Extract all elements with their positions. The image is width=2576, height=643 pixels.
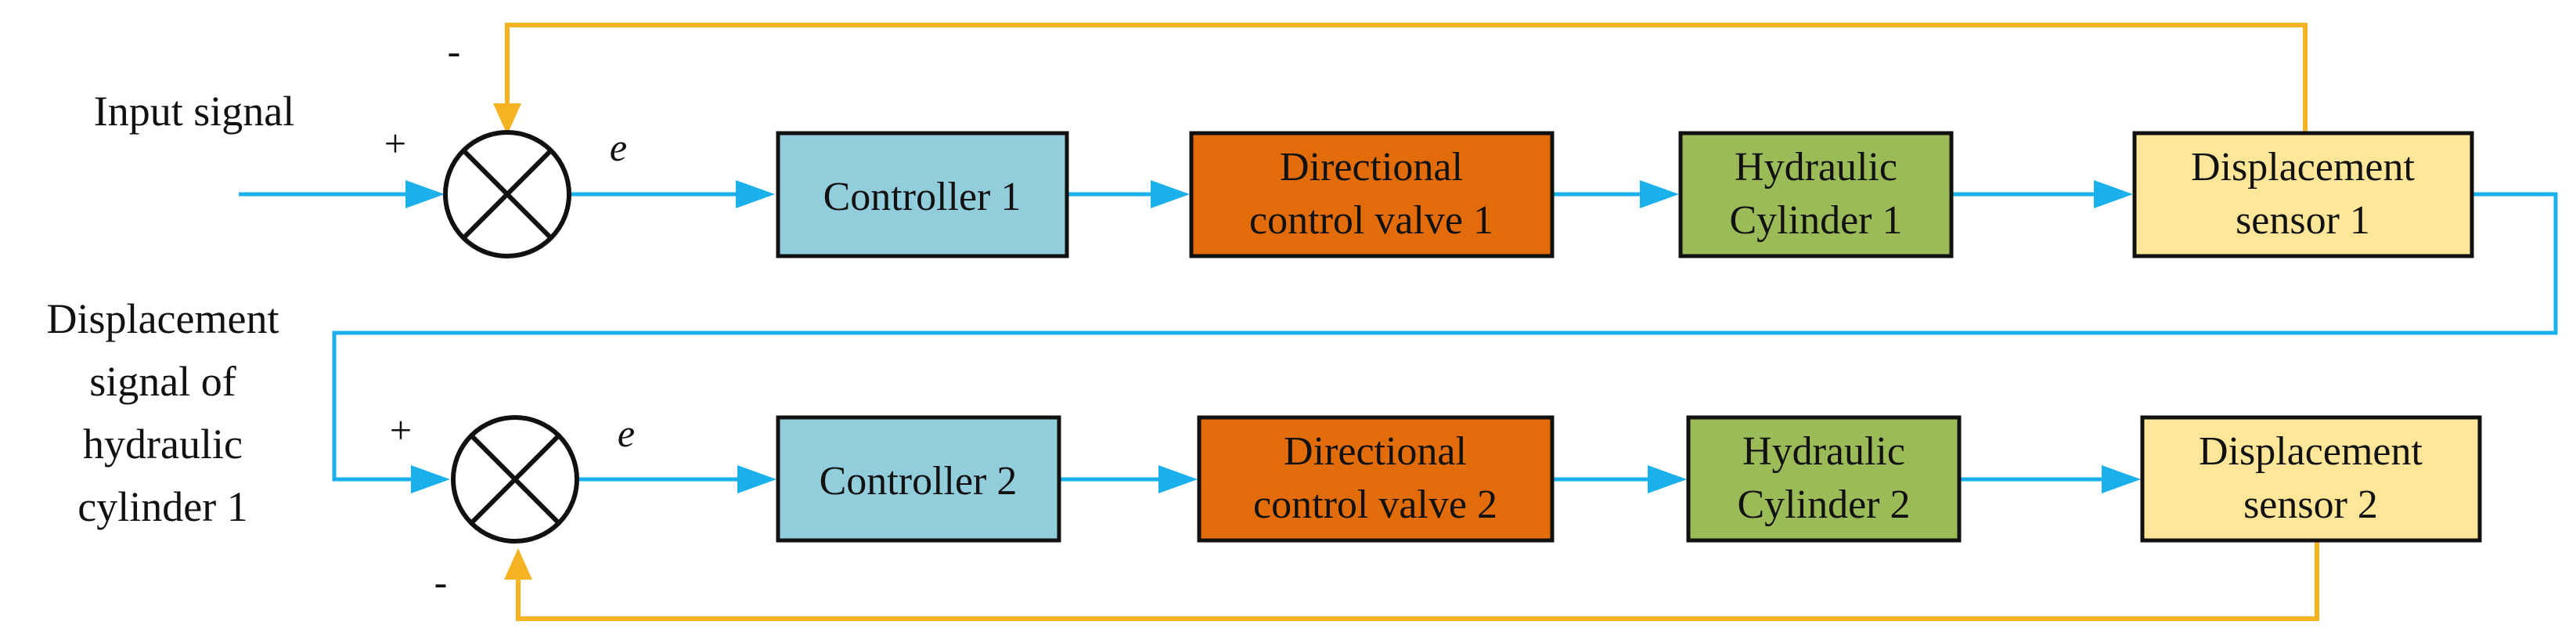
sensor-2-label-line-1: Displacement bbox=[2199, 429, 2423, 474]
valve-2-label-line-1: Directional bbox=[1284, 429, 1467, 474]
valve-1-label-line-1: Directional bbox=[1280, 145, 1463, 190]
svg-text:hydraulic: hydraulic bbox=[83, 421, 243, 468]
displacement-signal-label: Displacement signal of hydraulic cylinde… bbox=[47, 295, 279, 530]
minus-sign-1: - bbox=[448, 29, 461, 73]
directional-control-valve-1-block: Directional control valve 1 bbox=[1189, 131, 1555, 258]
signal-lines-row-1 bbox=[239, 180, 2133, 208]
directional-control-valve-2-block: Directional control valve 2 bbox=[1197, 415, 1555, 543]
controller-1-block: Controller 1 bbox=[776, 131, 1069, 258]
plus-sign-2: + bbox=[390, 408, 412, 452]
controller-1-label: Controller 1 bbox=[823, 175, 1021, 219]
valve-1-label-line-2: control valve 1 bbox=[1249, 198, 1493, 243]
link-line-sensor1-to-summer2 bbox=[332, 192, 2558, 493]
cylinder-2-label-line-1: Hydraulic bbox=[1742, 429, 1905, 474]
cylinder-2-label-line-2: Cylinder 2 bbox=[1738, 482, 1911, 527]
summing-junction-2 bbox=[451, 415, 579, 544]
valve-2-label-line-2: control valve 2 bbox=[1253, 482, 1497, 527]
svg-text:cylinder 1: cylinder 1 bbox=[77, 483, 247, 530]
controller-2-label: Controller 2 bbox=[820, 459, 1018, 504]
hydraulic-cylinder-1-block: Hydraulic Cylinder 1 bbox=[1678, 131, 1954, 258]
controller-2-block: Controller 2 bbox=[776, 415, 1061, 543]
cylinder-1-label-line-1: Hydraulic bbox=[1735, 145, 1897, 190]
feedback-line-2 bbox=[504, 542, 2319, 621]
signal-lines-row-2 bbox=[577, 465, 2141, 493]
svg-text:Displacement: Displacement bbox=[47, 295, 279, 342]
sensor-2-label-line-2: sensor 2 bbox=[2243, 482, 2378, 527]
feedback-arrow-2 bbox=[504, 548, 532, 580]
displacement-sensor-2-block: Displacement sensor 2 bbox=[2140, 415, 2482, 543]
hydraulic-cylinder-2-block: Hydraulic Cylinder 2 bbox=[1686, 415, 1962, 543]
minus-sign-2: - bbox=[434, 560, 448, 604]
error-label-2: e bbox=[618, 411, 635, 455]
feedback-arrow-1 bbox=[493, 103, 521, 135]
displacement-sensor-1-block: Displacement sensor 1 bbox=[2132, 131, 2474, 258]
svg-text:signal of: signal of bbox=[89, 358, 236, 405]
plus-sign-1: + bbox=[384, 121, 406, 165]
error-label-1: e bbox=[610, 125, 627, 169]
sensor-1-label-line-1: Displacement bbox=[2191, 145, 2415, 190]
summing-junction-1 bbox=[443, 130, 571, 258]
input-signal-label: Input signal bbox=[94, 88, 294, 135]
cylinder-1-label-line-2: Cylinder 1 bbox=[1730, 198, 1903, 243]
feedback-line-1 bbox=[493, 23, 2308, 135]
sensor-1-label-line-2: sensor 1 bbox=[2236, 198, 2370, 243]
